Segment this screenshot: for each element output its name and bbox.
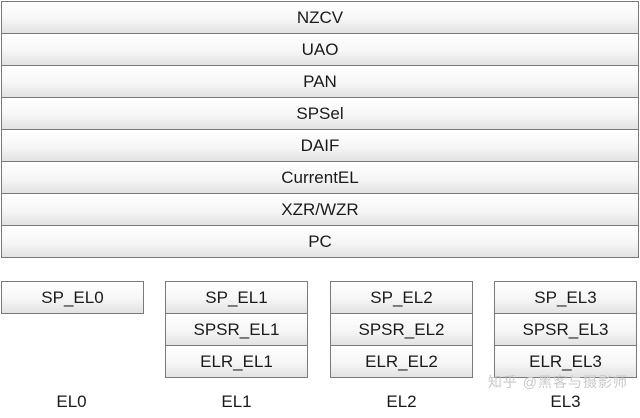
register-spsr-el3: SPSR_EL3 bbox=[494, 313, 637, 346]
register-sp-el0: SP_EL0 bbox=[1, 281, 144, 314]
el1-label: EL1 bbox=[221, 392, 252, 411]
el2-label: EL2 bbox=[386, 392, 417, 411]
el0-label: EL0 bbox=[56, 392, 87, 411]
register-sp-el2: SP_EL2 bbox=[330, 281, 473, 314]
register-uao: UAO bbox=[1, 33, 639, 66]
el2-register-column: SP_EL2 SPSR_EL2 ELR_EL2 bbox=[330, 281, 473, 378]
register-xzr-wzr: XZR/WZR bbox=[1, 193, 639, 226]
register-elr-el2: ELR_EL2 bbox=[330, 345, 473, 378]
watermark: 知乎 @黑客与摄影师 bbox=[487, 374, 628, 390]
register-sp-el3: SP_EL3 bbox=[494, 281, 637, 314]
el0-register-column: SP_EL0 bbox=[1, 281, 144, 314]
register-pan: PAN bbox=[1, 65, 639, 98]
register-nzcv: NZCV bbox=[1, 1, 639, 34]
register-pc: PC bbox=[1, 225, 639, 258]
register-elr-el1: ELR_EL1 bbox=[165, 345, 308, 378]
register-sp-el1: SP_EL1 bbox=[165, 281, 308, 314]
shared-register-stack: NZCV UAO PAN SPSel DAIF CurrentEL XZR/WZ… bbox=[1, 1, 639, 258]
register-currentel: CurrentEL bbox=[1, 161, 639, 194]
register-spsr-el1: SPSR_EL1 bbox=[165, 313, 308, 346]
register-elr-el3: ELR_EL3 bbox=[494, 345, 637, 378]
register-spsel: SPSel bbox=[1, 97, 639, 130]
register-daif: DAIF bbox=[1, 129, 639, 162]
el3-register-column: SP_EL3 SPSR_EL3 ELR_EL3 bbox=[494, 281, 637, 378]
register-spsr-el2: SPSR_EL2 bbox=[330, 313, 473, 346]
el1-register-column: SP_EL1 SPSR_EL1 ELR_EL1 bbox=[165, 281, 308, 378]
el3-label: EL3 bbox=[550, 392, 581, 411]
